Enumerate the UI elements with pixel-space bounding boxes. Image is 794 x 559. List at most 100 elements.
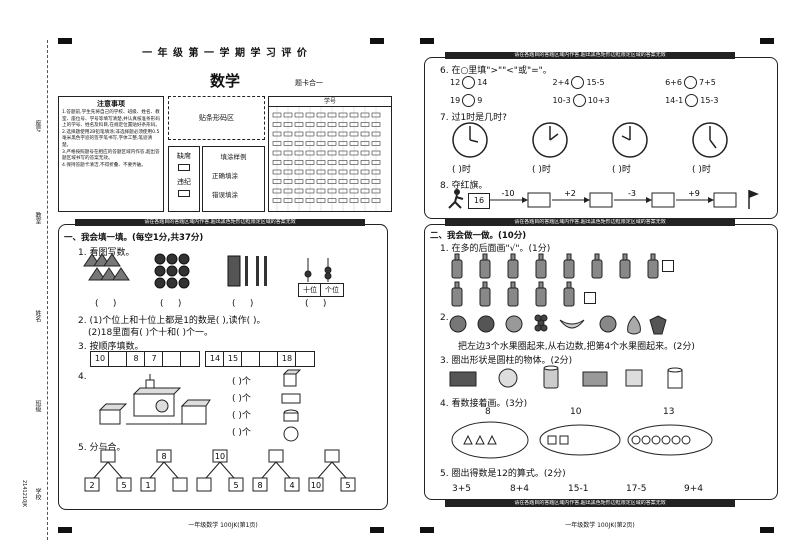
check-box[interactable] <box>662 260 674 272</box>
seq-cell[interactable] <box>162 351 182 367</box>
id-bubble[interactable] <box>294 198 304 203</box>
seq-cell[interactable]: 18 <box>277 351 297 367</box>
seq-cell[interactable]: 10 <box>90 351 110 367</box>
id-bubble[interactable] <box>272 141 282 146</box>
id-bubble[interactable] <box>272 188 282 194</box>
id-bubble[interactable] <box>327 160 337 165</box>
id-bubble[interactable] <box>371 169 381 175</box>
id-bubble[interactable] <box>316 150 326 156</box>
id-bubble[interactable] <box>294 160 304 165</box>
id-bubble[interactable] <box>272 169 282 175</box>
id-bubble[interactable] <box>371 179 381 184</box>
id-bubble[interactable] <box>327 198 337 203</box>
id-bubble[interactable] <box>316 131 326 137</box>
id-bubble[interactable] <box>283 122 293 127</box>
q1-answer-blank[interactable]: ( ) <box>95 299 117 309</box>
id-bubble[interactable] <box>338 131 348 137</box>
chain-answer-box[interactable] <box>589 192 613 208</box>
seq-cell[interactable] <box>180 351 200 367</box>
id-bubble[interactable] <box>305 122 315 127</box>
id-bubble[interactable] <box>338 122 348 127</box>
id-bubble[interactable] <box>316 198 326 203</box>
id-bubble[interactable] <box>371 160 381 165</box>
seq-cell[interactable]: 15 <box>223 351 243 367</box>
id-bubble[interactable] <box>360 150 370 156</box>
id-bubble[interactable] <box>360 141 370 146</box>
q1-answer-blank[interactable]: ( ) <box>232 299 254 309</box>
id-bubble[interactable] <box>349 150 359 156</box>
id-bubble[interactable] <box>360 122 370 127</box>
id-bubble[interactable] <box>283 198 293 203</box>
id-bubble[interactable] <box>316 122 326 127</box>
expression[interactable]: 17-5 <box>626 484 647 494</box>
id-bubble[interactable] <box>371 122 381 127</box>
id-bubble[interactable] <box>338 112 348 118</box>
expression[interactable]: 3+5 <box>452 484 471 494</box>
id-bubble[interactable] <box>294 131 304 137</box>
id-bubble[interactable] <box>272 131 282 137</box>
id-bubble[interactable] <box>283 150 293 156</box>
id-bubble[interactable] <box>371 198 381 203</box>
seq-cell[interactable] <box>108 351 128 367</box>
id-bubble[interactable] <box>338 150 348 156</box>
id-bubble[interactable] <box>327 112 337 118</box>
id-bubble[interactable] <box>349 198 359 203</box>
id-bubble[interactable] <box>360 188 370 194</box>
id-bubble[interactable] <box>338 198 348 203</box>
id-bubble[interactable] <box>305 131 315 137</box>
id-bubble[interactable] <box>294 122 304 127</box>
id-bubble[interactable] <box>294 112 304 118</box>
q7-answer-blank[interactable]: ( )时 <box>612 165 631 175</box>
id-bubble[interactable] <box>283 160 293 165</box>
id-bubble[interactable] <box>360 131 370 137</box>
id-bubble[interactable] <box>294 169 304 175</box>
id-bubble[interactable] <box>316 179 326 184</box>
id-bubble[interactable] <box>305 179 315 184</box>
id-bubble[interactable] <box>305 169 315 175</box>
id-bubble[interactable] <box>272 150 282 156</box>
id-bubble[interactable] <box>316 160 326 165</box>
id-bubble[interactable] <box>338 179 348 184</box>
id-bubble[interactable] <box>360 160 370 165</box>
q1-answer-blank[interactable]: ( ) <box>160 299 182 309</box>
id-bubble[interactable] <box>349 188 359 194</box>
id-bubble[interactable] <box>272 160 282 165</box>
id-bubble[interactable] <box>360 112 370 118</box>
id-bubble[interactable] <box>349 179 359 184</box>
id-bubble[interactable] <box>294 179 304 184</box>
id-bubble[interactable] <box>283 131 293 137</box>
id-bubble[interactable] <box>349 169 359 175</box>
id-bubble[interactable] <box>349 122 359 127</box>
q4-count-blank[interactable]: ( )个 <box>232 428 251 438</box>
id-bubble[interactable] <box>305 112 315 118</box>
chain-answer-box[interactable] <box>651 192 675 208</box>
id-bubble[interactable] <box>327 188 337 194</box>
id-bubble[interactable] <box>327 141 337 146</box>
expression[interactable]: 8+4 <box>510 484 529 494</box>
check-box[interactable] <box>584 292 596 304</box>
seq-cell[interactable]: 14 <box>205 351 225 367</box>
id-bubble[interactable] <box>283 141 293 146</box>
expression[interactable]: 15-1 <box>568 484 589 494</box>
seq-cell[interactable]: 8 <box>126 351 146 367</box>
id-bubble[interactable] <box>305 141 315 146</box>
id-bubble[interactable] <box>349 112 359 118</box>
id-bubble[interactable] <box>338 141 348 146</box>
id-bubble[interactable] <box>305 150 315 156</box>
id-bubble[interactable] <box>272 179 282 184</box>
id-bubble[interactable] <box>305 188 315 194</box>
id-bubble[interactable] <box>360 169 370 175</box>
id-bubble[interactable] <box>294 141 304 146</box>
id-bubble[interactable] <box>316 169 326 175</box>
id-bubble[interactable] <box>316 188 326 194</box>
id-bubble[interactable] <box>327 131 337 137</box>
q7-answer-blank[interactable]: ( )时 <box>452 165 471 175</box>
id-bubble[interactable] <box>327 179 337 184</box>
id-bubble[interactable] <box>338 169 348 175</box>
drawing-ovals[interactable] <box>440 418 770 464</box>
id-bubble[interactable] <box>360 179 370 184</box>
id-bubble[interactable] <box>305 160 315 165</box>
id-bubble[interactable] <box>272 122 282 127</box>
compare-circle[interactable] <box>685 94 699 107</box>
id-bubble[interactable] <box>371 112 381 118</box>
